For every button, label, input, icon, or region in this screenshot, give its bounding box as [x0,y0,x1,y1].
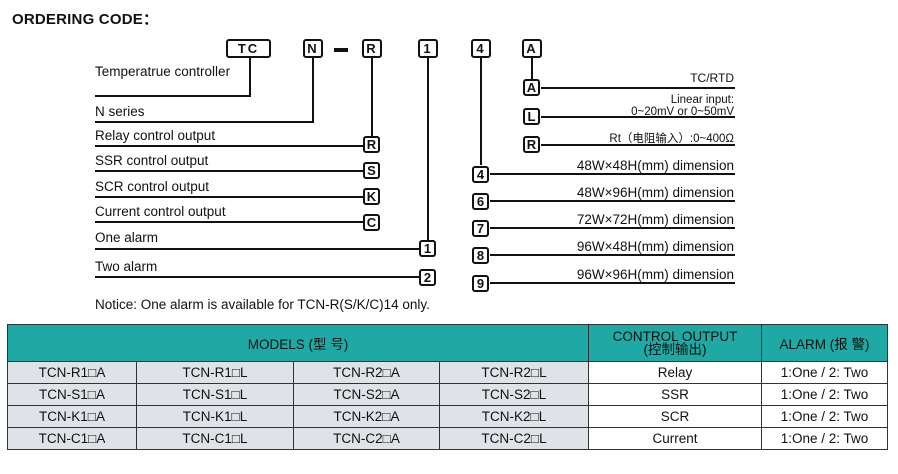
table-row: TCN-S1□A TCN-S1□L TCN-S2□A TCN-S2□L SSR … [7,383,889,406]
notice-text: Notice: One alarm is available for TCN-R… [95,297,430,312]
label-dim-8: 96W×48H(mm) dimension [576,239,734,254]
label-dim-6: 48W×96H(mm) dimension [576,185,734,200]
model-cell: TCN-C2□L [438,427,590,450]
code-box-dim-8: 8 [472,247,489,264]
header-control-output-line2: (控制输出) [643,342,707,357]
label-temperature-controller: Temperatrue controller [95,64,231,79]
table-row: TCN-R1□A TCN-R1□L TCN-R2□A TCN-R2□L Rela… [7,361,889,384]
model-cell: TCN-R2□L [438,361,590,384]
header-alarm: ALARM (报 警) [761,324,889,362]
table-header-row: MODELS (型 号) CONTROL OUTPUT (控制输出) ALARM… [6,324,889,362]
code-box-alarm-2: 2 [419,269,436,286]
code-box-dim-4: 4 [472,166,489,183]
code-box-tc: TC [226,39,271,58]
code-box-output-r: R [363,136,380,153]
model-cell: TCN-C1□L [136,427,294,450]
code-box-1: 1 [418,39,438,58]
code-box-dim-7: 7 [472,220,489,237]
model-cell: TCN-K1□A [7,405,137,428]
model-cell: TCN-K2□A [293,405,440,428]
code-box-input-a: A [523,79,540,96]
code-box-r: R [362,39,382,58]
code-box-a: A [522,39,542,58]
table-row: TCN-K1□A TCN-K1□L TCN-K2□A TCN-K2□L SCR … [7,405,889,428]
model-cell: TCN-R1□A [7,361,137,384]
models-table: MODELS (型 号) CONTROL OUTPUT (控制输出) ALARM… [6,324,889,450]
label-current-output: Current control output [95,204,226,219]
code-box-4: 4 [471,39,491,58]
code-box-dim-9: 9 [472,275,489,292]
label-scr-output: SCR control output [95,179,210,194]
model-cell: TCN-R1□L [136,361,294,384]
model-cell: TCN-S1□L [136,383,294,406]
output-cell: SSR [588,383,763,406]
model-cell: TCN-K2□L [438,405,590,428]
label-input-rt: Rt（电阻输入）:0~400Ω [609,133,734,145]
code-box-dim-6: 6 [472,193,489,210]
output-cell: Current [588,427,763,450]
model-cell: TCN-C1□A [7,427,137,450]
page-title: ORDERING CODE： [12,11,159,28]
code-box-output-c: C [363,214,380,231]
header-models: MODELS (型 号) [6,324,590,362]
code-box-input-l: L [523,108,540,125]
model-cell: TCN-K1□L [136,405,294,428]
code-box-n: N [303,39,323,58]
code-box-input-r: R [523,136,540,153]
alarm-cell: 1:One / 2: Two [761,361,889,384]
model-cell: TCN-C2□A [293,427,440,450]
line-tc [95,57,251,97]
code-dash [334,48,348,52]
line-n [95,57,314,123]
model-cell: TCN-R2□A [293,361,440,384]
code-box-alarm-1: 1 [419,240,436,257]
alarm-cell: 1:One / 2: Two [761,427,889,450]
model-cell: TCN-S2□L [438,383,590,406]
label-input-tc-rtd: TC/RTD [690,71,734,85]
label-input-linear: Linear input: [670,94,734,106]
model-cell: TCN-S2□A [293,383,440,406]
label-dim-4: 48W×48H(mm) dimension [576,158,734,173]
output-cell: Relay [588,361,763,384]
label-relay-output: Relay control output [95,128,216,143]
output-cell: SCR [588,405,763,428]
model-cell: TCN-S1□A [7,383,137,406]
code-box-output-k: K [363,188,380,205]
label-one-alarm: One alarm [95,230,159,245]
label-n-series: N series [95,104,145,119]
label-dim-7: 72W×72H(mm) dimension [576,212,734,227]
code-box-output-s: S [363,162,380,179]
header-control-output: CONTROL OUTPUT (控制输出) [588,324,763,362]
alarm-cell: 1:One / 2: Two [761,383,889,406]
header-control-output-line1: CONTROL OUTPUT [612,329,738,344]
table-row: TCN-C1□A TCN-C1□L TCN-C2□A TCN-C2□L Curr… [7,427,889,450]
label-two-alarm: Two alarm [95,259,158,274]
label-input-linear-range: 0~20mV or 0~50mV [631,106,734,118]
label-dim-9: 96W×96H(mm) dimension [576,267,734,282]
alarm-cell: 1:One / 2: Two [761,405,889,428]
label-ssr-output: SSR control output [95,153,209,168]
